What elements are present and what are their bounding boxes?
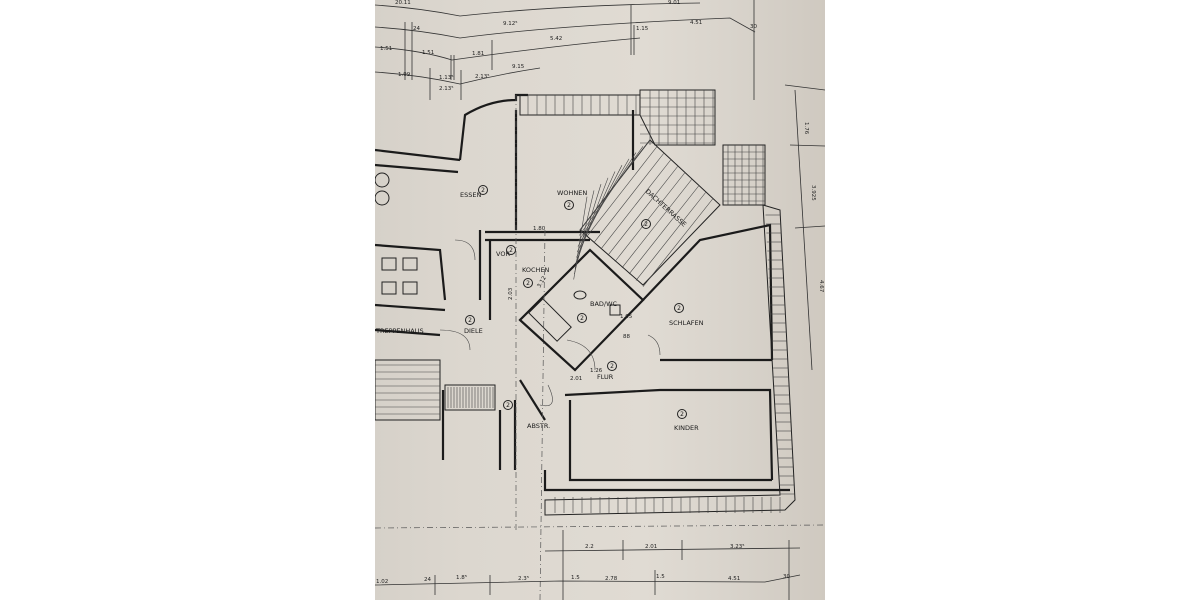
- svg-text:2: 2: [526, 280, 530, 287]
- top-dimension-labels: 20.11 9.01 9.12⁵ 24 1.15 4.51 5.42 1.51 …: [380, 0, 757, 92]
- dim-label: 2.01: [570, 376, 582, 382]
- room-number-marker: 2: [677, 409, 687, 419]
- dim-label: 2.78: [605, 576, 618, 582]
- tile-line: [574, 184, 602, 269]
- room-number-marker: 2: [478, 185, 488, 195]
- tile-line: [614, 172, 686, 262]
- walls: [375, 93, 790, 492]
- room-label-kochen: KOCHEN: [522, 266, 550, 274]
- dim-label: 1.5: [656, 574, 665, 580]
- room-number-marker: 2: [523, 278, 533, 288]
- tile-line: [628, 185, 700, 275]
- room-number-marker: 2: [506, 245, 516, 255]
- svg-text:2: 2: [677, 305, 681, 312]
- svg-text:2: 2: [468, 317, 472, 324]
- dim-label: 24: [413, 26, 420, 32]
- dim-label: 1.26: [590, 368, 603, 374]
- dim-label: 1.05: [620, 314, 633, 320]
- tile-line: [621, 178, 693, 268]
- tile-line: [600, 159, 672, 250]
- dim-label: 2.13⁵: [439, 85, 453, 92]
- svg-text:2: 2: [580, 315, 584, 322]
- room-number-marker: 2: [577, 313, 587, 323]
- dim-label: 24: [424, 577, 431, 583]
- dim-label: 4.51: [690, 20, 702, 26]
- room-label-schlafen: SCHLAFEN: [669, 319, 704, 327]
- room-number-marker: 2: [674, 303, 684, 313]
- dim-label: 2.3⁵: [518, 575, 529, 582]
- tile-line: [607, 165, 679, 256]
- svg-text:2: 2: [481, 187, 485, 194]
- room-label-abstr: ABSTR.: [527, 422, 550, 430]
- tile-line: [577, 158, 630, 247]
- tile-line: [573, 196, 588, 280]
- tile-line: [574, 190, 595, 275]
- dim-label: 2.03: [508, 287, 514, 300]
- dim-label: 1.99: [398, 72, 411, 78]
- dim-label: 3.23⁵: [730, 543, 744, 550]
- dim-label: 1.81: [472, 51, 484, 57]
- dim-label: 1.51: [380, 46, 392, 52]
- top-dimension-lines: [375, 0, 825, 371]
- dim-label: 3.925: [810, 185, 816, 201]
- right-dimension-labels: 1.76 3.925 4.67: [803, 122, 824, 293]
- dim-label: 20.11: [395, 0, 411, 6]
- tile-line: [593, 152, 665, 243]
- dim-label: 4.51: [728, 576, 740, 582]
- dim-label: 1.80: [533, 226, 546, 232]
- dim-label: 9.01: [668, 0, 680, 6]
- bottom-dimension-lines: [375, 530, 801, 600]
- svg-text:2: 2: [509, 247, 513, 254]
- room-number-marker: 2: [607, 361, 617, 371]
- room-label-treppenhaus: TREPPENHAUS: [375, 327, 424, 335]
- dim-label: 5.42: [550, 36, 562, 42]
- room-label-bad-wc: BAD/WC: [590, 300, 618, 308]
- room-labels: ESSEN WOHNEN DACHTERRASSE VOR KOCHEN BAD…: [375, 188, 704, 432]
- terrace-tiles: [375, 89, 796, 516]
- tile-grid: [375, 90, 795, 513]
- axis-lines: [375, 95, 825, 600]
- room-number-marker: 2: [641, 219, 651, 229]
- dim-label: 2.13⁵: [475, 73, 489, 80]
- room-label-flur: FLUR: [597, 373, 614, 381]
- svg-text:2: 2: [610, 363, 614, 370]
- floor-plan-drawing: 20.11 9.01 9.12⁵ 24 1.15 4.51 5.42 1.51 …: [375, 0, 825, 600]
- dim-label: 30: [783, 574, 790, 580]
- room-label-kinder: KINDER: [674, 424, 699, 432]
- room-label-diele: DIELE: [464, 327, 483, 335]
- dim-label: 1.15: [636, 26, 649, 32]
- svg-text:2: 2: [680, 411, 684, 418]
- room-number-marker: 2: [564, 200, 574, 210]
- dim-label: 1.76: [803, 122, 809, 135]
- bottom-dimension-labels: 2.2 2.01 3.23⁵ 1.02 24 1.8⁵ 2.3⁵ 1.5 2.7…: [376, 543, 790, 585]
- tile-line: [635, 191, 707, 281]
- dim-label: 1.8⁵: [456, 574, 467, 581]
- room-number-marker: 2: [503, 400, 513, 410]
- dim-label: 3.12: [537, 275, 548, 289]
- dim-label: 1.13⁵: [439, 74, 453, 81]
- tile-line: [642, 198, 714, 287]
- floor-plan-photo: 20.11 9.01 9.12⁵ 24 1.15 4.51 5.42 1.51 …: [375, 0, 825, 600]
- room-markers: 2 2 2 2 2 2 2 2 2 2 2: [465, 185, 687, 419]
- dim-label: 1.5: [571, 575, 580, 581]
- dim-label: 1.02: [376, 579, 388, 585]
- svg-text:2: 2: [567, 202, 571, 209]
- room-label-wohnen: WOHNEN: [557, 189, 587, 197]
- dim-label: 9.15: [512, 64, 525, 70]
- room-label-essen: ESSEN: [460, 191, 481, 199]
- dim-label: 88: [623, 334, 630, 340]
- svg-text:2: 2: [644, 221, 648, 228]
- room-label-vor: VOR: [496, 250, 510, 258]
- fixtures: [375, 172, 661, 407]
- inner-dimension-labels: 1.80 2.01 1.05 1.26 3.12 2.03 88: [508, 226, 633, 382]
- dim-label: 30: [750, 24, 757, 30]
- svg-text:2: 2: [506, 402, 510, 409]
- dim-label: 4.67: [818, 280, 824, 293]
- dim-label: 9.12⁵: [503, 20, 517, 27]
- dim-label: 2.01: [645, 544, 657, 550]
- tile-line: [586, 146, 658, 237]
- dim-label: 1.51: [422, 50, 434, 56]
- dim-label: 2.2: [585, 544, 594, 550]
- room-number-marker: 2: [465, 315, 475, 325]
